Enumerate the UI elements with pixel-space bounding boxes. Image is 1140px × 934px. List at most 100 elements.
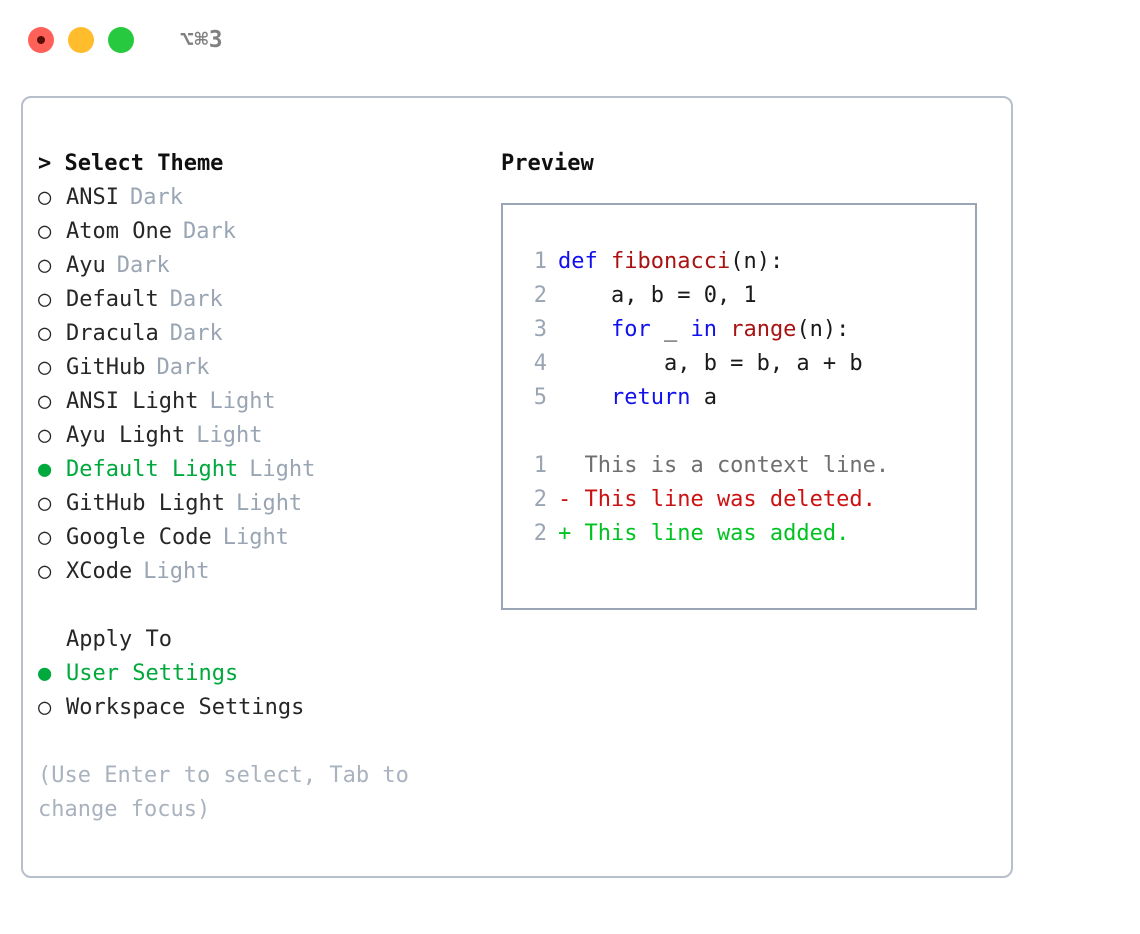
- theme-item[interactable]: ○ Atom One Dark: [38, 215, 488, 249]
- theme-mode-badge: Light: [222, 525, 289, 550]
- radio-selected-icon: ●: [38, 457, 52, 482]
- theme-label: Default: [66, 287, 159, 312]
- line-number: 2: [533, 487, 547, 512]
- theme-mode-badge: Dark: [116, 253, 170, 278]
- line-content: This is a context line.: [547, 449, 889, 483]
- apply-to-section: Apply To ●User Settings ○ Workspace Settin…: [38, 623, 488, 725]
- theme-label: Atom One: [66, 219, 172, 244]
- code-line: 5 return a: [521, 381, 975, 415]
- radio-unselected-icon: ○: [38, 525, 52, 550]
- theme-item[interactable]: ○ Ayu Light Light: [38, 419, 488, 453]
- code-token: fibonacci: [610, 249, 731, 274]
- code-token: for: [558, 317, 664, 342]
- radio-unselected-icon: ○: [38, 559, 52, 584]
- line-content: def fibonacci(n):: [547, 245, 783, 279]
- theme-item[interactable]: ○ GitHub Dark: [38, 351, 488, 385]
- radio-unselected-icon: ○: [38, 695, 52, 720]
- theme-item[interactable]: ○ GitHub Light Light: [38, 487, 488, 521]
- code-line: 2 a, b = 0, 1: [521, 279, 975, 313]
- radio-unselected-icon: ○: [38, 219, 52, 244]
- diff-sample: 1 This is a context line. 2 - This line wa…: [521, 449, 975, 551]
- radio-unselected-icon: ○: [38, 389, 52, 414]
- theme-label: GitHub: [66, 355, 146, 380]
- code-token: a, b = b, a + b: [558, 351, 863, 376]
- radio-unselected-icon: ○: [38, 253, 52, 278]
- code-token: (n):: [796, 317, 850, 342]
- theme-label: GitHub Light: [66, 491, 225, 516]
- title-bar: ⌥⌘3: [0, 0, 1140, 80]
- code-token: return: [558, 385, 704, 410]
- code-token: _: [663, 317, 678, 342]
- radio-unselected-icon: ○: [38, 355, 52, 380]
- code-spacer: [521, 415, 975, 449]
- theme-mode-badge: Light: [196, 423, 263, 448]
- line-content: - This line was deleted.: [547, 483, 876, 517]
- radio-unselected-icon: ○: [38, 287, 52, 312]
- diff-line: 2 - This line was deleted.: [521, 483, 975, 517]
- apply-to-label: Workspace Settings: [66, 695, 305, 720]
- preview-title: Preview: [501, 151, 594, 176]
- code-token: range: [730, 317, 797, 342]
- line-number: 1: [533, 249, 547, 274]
- theme-mode-badge: Dark: [156, 355, 210, 380]
- diff-content: - This line was deleted.: [558, 487, 876, 512]
- code-line: 3 for _ in range(n):: [521, 313, 975, 347]
- diff-line: 2+ This line was added.: [521, 517, 975, 551]
- code-line: 4 a, b = b, a + b: [521, 347, 975, 381]
- code-token: a: [703, 385, 717, 410]
- radio-unselected-icon: ○: [38, 491, 52, 516]
- theme-item[interactable]: ○ XCode Light: [38, 555, 488, 589]
- code-token: in: [677, 317, 731, 342]
- theme-label: Dracula: [66, 321, 159, 346]
- line-number: 3: [533, 317, 547, 342]
- line-content: a, b = b, a + b: [547, 347, 863, 381]
- radio-unselected-icon: ○: [38, 321, 52, 346]
- line-number: 4: [533, 351, 547, 376]
- apply-to-item[interactable]: ○ Workspace Settings: [38, 691, 488, 725]
- theme-label: Ayu Light: [66, 423, 186, 448]
- line-number: 1: [533, 453, 547, 478]
- radio-unselected-icon: ○: [38, 423, 52, 448]
- theme-mode-badge: Light: [143, 559, 210, 584]
- line-number: 2: [533, 521, 547, 546]
- theme-item[interactable]: ○ Ayu Dark: [38, 249, 488, 283]
- diff-line: 1 This is a context line.: [521, 449, 975, 483]
- line-content: return a: [547, 381, 717, 415]
- theme-item[interactable]: ○ Dracula Dark: [38, 317, 488, 351]
- keyboard-hint-text: (Use Enter to select, Tab to change focu…: [38, 763, 409, 822]
- theme-mode-badge: Dark: [169, 321, 223, 346]
- code-token: a, b = 0, 1: [558, 283, 757, 308]
- line-number: 5: [533, 385, 547, 410]
- apply-to-list[interactable]: ●User Settings ○ Workspace Settings: [38, 657, 488, 725]
- diff-content: This is a context line.: [558, 453, 890, 478]
- apply-to-item[interactable]: ●User Settings: [38, 657, 488, 691]
- maximize-button[interactable]: [108, 27, 134, 53]
- line-number: 2: [533, 283, 547, 308]
- theme-mode-badge: Dark: [129, 185, 183, 210]
- theme-label: Ayu: [66, 253, 106, 278]
- theme-mode-badge: Light: [209, 389, 276, 414]
- code-token: (n):: [730, 249, 784, 274]
- theme-mode-badge: Light: [235, 491, 303, 516]
- apply-to-label: Apply To: [66, 627, 172, 652]
- close-button[interactable]: [28, 27, 54, 53]
- theme-mode-badge: Light: [249, 457, 316, 482]
- apply-to-label: User Settings: [66, 661, 239, 686]
- line-content: for _ in range(n):: [547, 313, 849, 347]
- theme-mode-badge: Dark: [182, 219, 236, 244]
- minimize-button[interactable]: [68, 27, 94, 53]
- theme-label: XCode: [66, 559, 133, 584]
